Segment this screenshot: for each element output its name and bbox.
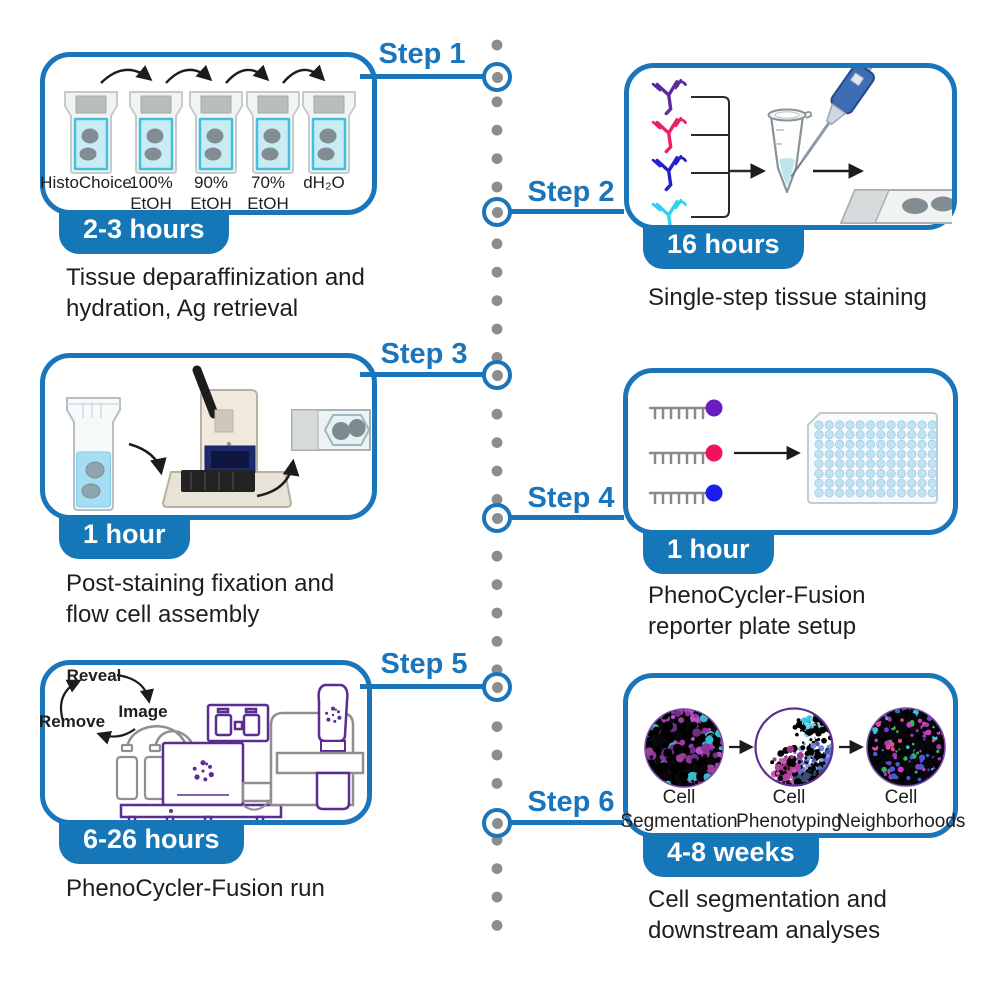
step4-connector-line <box>497 515 624 520</box>
timeline-dotted-line <box>491 39 503 931</box>
reveal-image-remove-cycle-arrows <box>59 673 154 745</box>
circle-label-cell-phenotyping: Cell Phenotyping <box>736 787 842 832</box>
step4-label: Step 4 <box>527 482 615 514</box>
timeline-node-step2 <box>482 197 512 227</box>
step5-label: Step 5 <box>380 648 468 680</box>
phenocycler-instrument-icon <box>119 741 283 820</box>
step2-caption: Single-step tissue staining <box>648 284 927 311</box>
step3-duration-badge: 1 hour <box>59 515 190 559</box>
step1-label: Step 1 <box>378 38 466 70</box>
cycle-label-reveal: Reveal <box>66 666 122 685</box>
antibody-icon <box>651 197 691 225</box>
circle-label-cell-segmentation: Cell Segmentation <box>620 787 738 832</box>
step2-label: Step 2 <box>527 176 615 208</box>
cell-phenotyping-image <box>754 707 834 787</box>
step1-caption: Tissue deparaffinization and hydration, … <box>66 264 365 322</box>
reporter-dye-icon <box>705 399 723 417</box>
cycle-label-image: Image <box>118 702 168 721</box>
flow-cell-assembly-illustration <box>66 365 371 511</box>
container-label-70-etoh: 70% EtOH <box>247 173 289 213</box>
step1-connector-line <box>360 74 497 79</box>
container-label-histochoice: HistoChoice <box>40 173 132 192</box>
step3-caption: Post-staining fixation and flow cell ass… <box>66 570 335 628</box>
antibody-icon <box>651 153 691 193</box>
microtube-icon <box>767 108 813 194</box>
staining-illustration <box>651 68 952 225</box>
step3-label: Step 3 <box>380 338 468 370</box>
step6-connector-line <box>497 820 624 825</box>
fusion-logo-dots <box>325 706 342 723</box>
staining-jar-icon <box>66 397 121 511</box>
flow-cell-slide-icon <box>291 409 371 451</box>
antibody-icon <box>651 115 691 155</box>
cell-neighborhoods-image <box>866 707 946 787</box>
step3-panel <box>40 353 377 520</box>
timeline-node-step6 <box>482 808 512 838</box>
step3-connector-line <box>360 372 497 377</box>
timeline-node-step5 <box>482 672 512 702</box>
step6-label: Step 6 <box>527 786 615 818</box>
jar-to-device-arrow <box>128 442 167 476</box>
container-label-90-etoh: 90% EtOH <box>190 173 232 213</box>
step1-panel <box>40 52 377 215</box>
step5-duration-badge: 6-26 hours <box>59 820 244 864</box>
step2-connector-line <box>497 209 624 214</box>
step4-caption: PhenoCycler-Fusion reporter plate setup <box>648 582 866 640</box>
96-well-plate-icon <box>807 412 938 504</box>
step6-caption: Cell segmentation and downstream analyse… <box>648 886 887 944</box>
timeline-node-step4 <box>482 503 512 533</box>
step6-panel <box>623 673 958 838</box>
circle-label-cell-neighborhoods: Cell Neighborhoods <box>836 787 966 832</box>
step2-duration-badge: 16 hours <box>643 225 804 269</box>
control-unit-icon <box>206 703 270 743</box>
timeline-node-step1 <box>482 62 512 92</box>
phenocycler-logo-dots <box>192 760 214 782</box>
step5-caption: PhenoCycler-Fusion run <box>66 875 325 902</box>
device-to-flowcell-arrow <box>256 458 300 498</box>
fusion-microscope-icon <box>242 683 365 811</box>
deparaffinization-illustration <box>64 64 356 174</box>
cycle-label-remove: Remove <box>38 712 106 731</box>
coverslipper-device-icon <box>161 365 293 508</box>
reporter-dye-icon <box>705 484 723 502</box>
slide-icon <box>839 189 952 224</box>
step5-panel <box>40 660 372 825</box>
pipette-icon <box>790 68 877 178</box>
container-label-100-etoh: 100% EtOH <box>129 173 173 213</box>
container-label-dh2o: dH₂O <box>303 173 345 192</box>
phenocycler-fusion-run-illustration <box>59 673 365 820</box>
reporter-plate-illustration <box>648 399 938 505</box>
antibody-icon <box>651 77 691 117</box>
step2-panel <box>624 63 957 230</box>
step4-duration-badge: 1 hour <box>643 530 774 574</box>
reporter-dye-icon <box>705 444 723 462</box>
analysis-illustration <box>644 707 946 788</box>
step5-connector-line <box>360 684 497 689</box>
step6-duration-badge: 4-8 weeks <box>643 833 819 877</box>
timeline-node-step3 <box>482 360 512 390</box>
step1-duration-badge: 2-3 hours <box>59 210 229 254</box>
pooling-bracket <box>691 96 767 218</box>
step4-panel <box>623 368 958 535</box>
